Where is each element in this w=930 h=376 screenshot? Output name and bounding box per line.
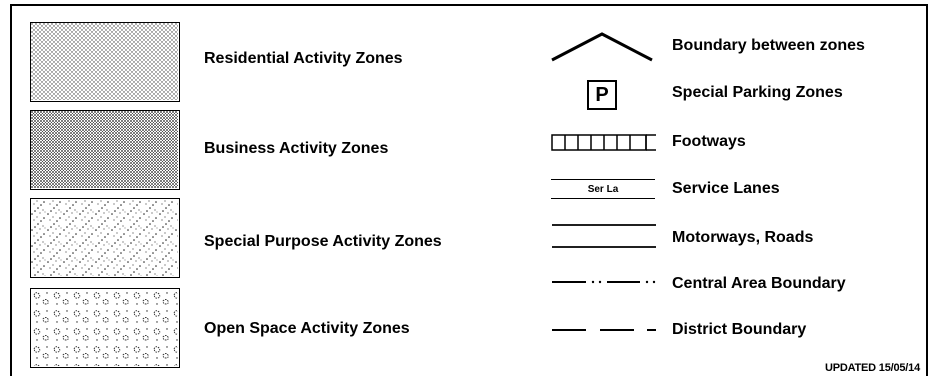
service-lane-glyph: Ser La (587, 183, 619, 195)
open-space-zone-swatch (30, 288, 180, 368)
service-lane-icon: Ser La (551, 179, 655, 199)
symbol-label: Motorways, Roads (672, 229, 814, 246)
zone-label: Residential Activity Zones (204, 50, 403, 67)
legend-frame (10, 4, 928, 376)
symbol-label: Central Area Boundary (672, 275, 846, 292)
zone-label: Business Activity Zones (204, 140, 389, 157)
parking-glyph: P (595, 83, 609, 106)
zone-label: Open Space Activity Zones (204, 320, 410, 337)
parking-icon: P (587, 80, 617, 110)
double-line-icon (552, 224, 656, 248)
special-purpose-zone-swatch (30, 198, 180, 278)
business-zone-swatch (30, 110, 180, 190)
residential-zone-swatch (30, 22, 180, 102)
chevron-roof-icon (551, 32, 653, 62)
zone-label: Special Purpose Activity Zones (204, 233, 442, 250)
symbol-label: Service Lanes (672, 180, 780, 197)
footway-icon (551, 134, 656, 151)
symbol-label: Special Parking Zones (672, 84, 843, 101)
symbol-label: District Boundary (672, 321, 807, 338)
symbol-label: Footways (672, 133, 746, 150)
symbol-label: Boundary between zones (672, 37, 865, 54)
dash-dot-line-icon (552, 280, 656, 284)
updated-date: UPDATED 15/05/14 (824, 362, 920, 374)
dashed-line-icon (552, 329, 656, 331)
